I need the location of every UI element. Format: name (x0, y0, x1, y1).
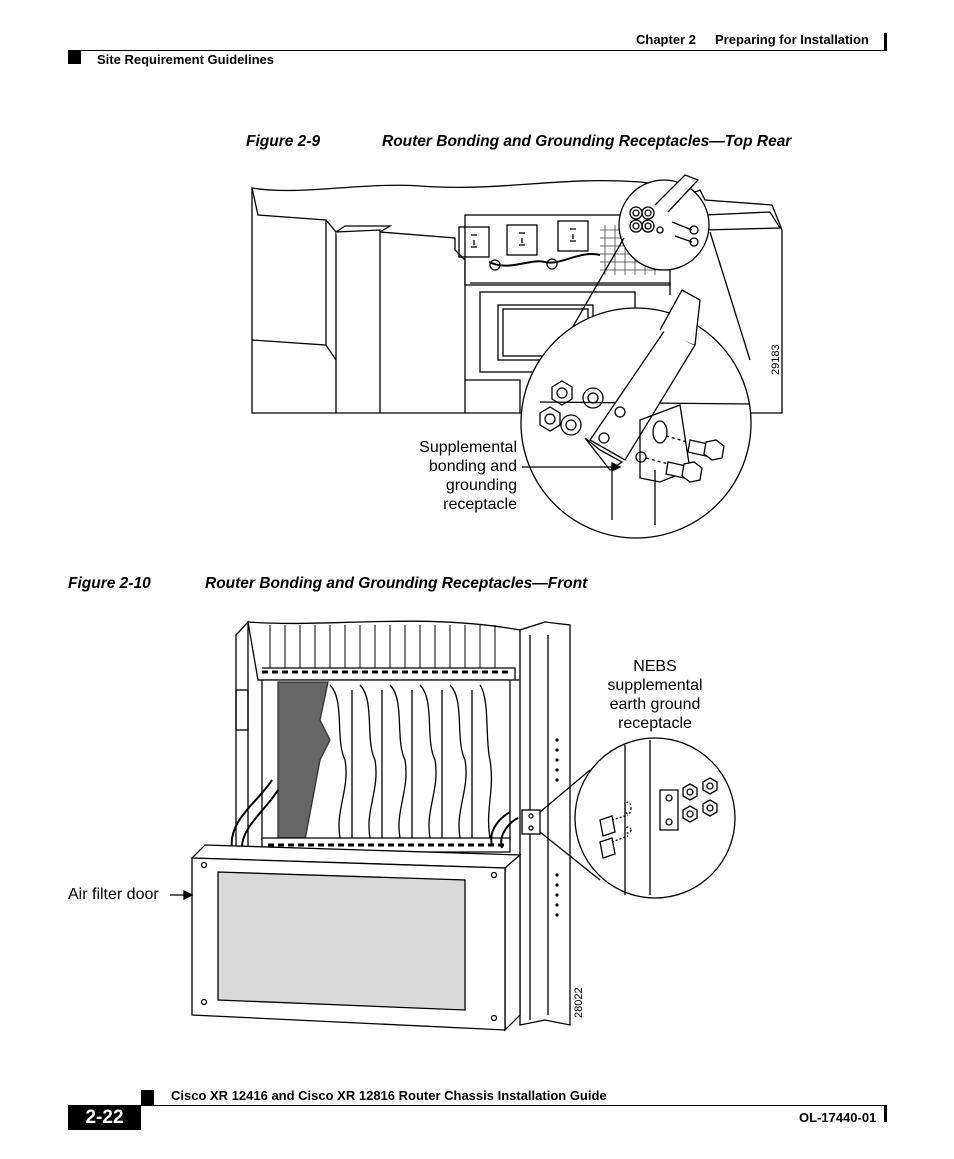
header-rule (68, 50, 887, 51)
footer-doc-id: OL-17440-01 (799, 1110, 877, 1125)
figure-2-10-callout-nebs: NEBS supplemental earth ground receptacl… (585, 657, 725, 733)
figure-2-10-callout-air-filter: Air filter door (68, 886, 159, 903)
footer-right-bar (884, 1106, 887, 1122)
figure-2-9-callout-line-1: Supplemental (419, 439, 517, 456)
footer-marker (141, 1090, 154, 1105)
page-number: 2-22 (85, 1107, 124, 1128)
figure-2-10-callout-nebs-line-3: earth ground (609, 696, 701, 713)
page-number-box (68, 1105, 141, 1130)
figure-2-9-number: Figure 2-9 (246, 133, 321, 150)
figure-2-10-number: Figure 2-10 (68, 575, 151, 592)
figure-2-9-callout-line-2: bonding and (428, 458, 517, 475)
header-section-marker (68, 51, 81, 64)
header-section: Site Requirement Guidelines (97, 52, 274, 67)
figure-2-9-callout-line-3: grounding (445, 477, 517, 494)
header-chapter: Chapter 2 (636, 32, 696, 47)
figure-2-10-callout-nebs-line-4: receptacle (618, 715, 692, 732)
footer-guide-title: Cisco XR 12416 and Cisco XR 12816 Router… (171, 1088, 607, 1103)
figure-2-10-art-id: 28022 (573, 987, 585, 1018)
figure-2-9-title: Router Bonding and Grounding Receptacles… (382, 133, 792, 150)
figure-2-9-callout: Supplemental bonding and grounding recep… (380, 438, 517, 514)
header-chapter-title: Preparing for Installation (715, 32, 869, 47)
figure-2-9-callout-line-4: receptacle (443, 496, 517, 513)
header-right-bar (884, 33, 887, 50)
figure-2-10-title: Router Bonding and Grounding Receptacles… (205, 575, 588, 592)
footer-rule (68, 1105, 887, 1106)
figure-2-10-callout-nebs-line-2: supplemental (607, 677, 703, 694)
figure-2-10-callout-nebs-line-1: NEBS (633, 658, 677, 675)
